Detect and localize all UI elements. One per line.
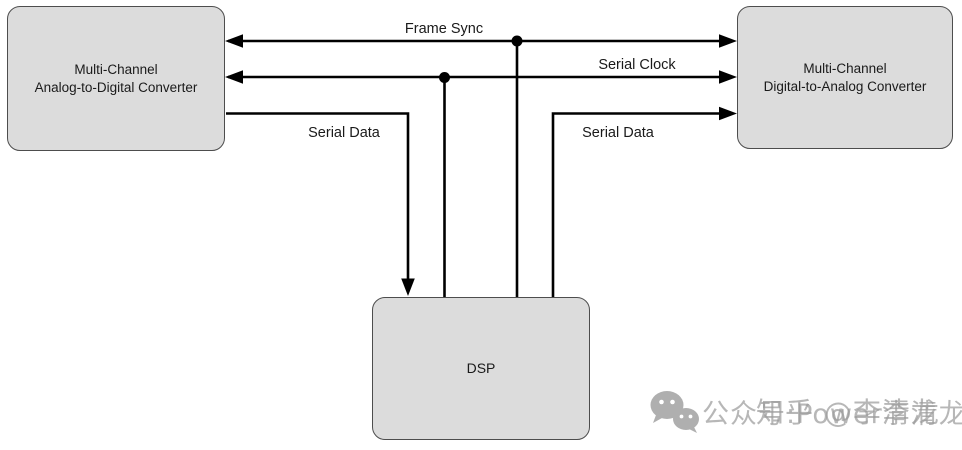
adc-label-line1: Multi-Channel	[74, 61, 158, 77]
dac-label-line2: Digital-to-Analog Converter	[763, 78, 927, 94]
serial-data-adc-to-dsp-wire	[226, 112, 410, 281]
serial-data-left-label: Serial Data	[308, 125, 380, 141]
adc-block: Multi-Channel Analog-to-Digital Converte…	[7, 6, 225, 151]
frame-sync-label: Frame Sync	[404, 21, 484, 37]
serial-data-dsp-to-dac-wire	[551, 112, 720, 297]
serial-clock-label: Serial Clock	[598, 57, 676, 73]
dac-block: Multi-Channel Digital-to-Analog Converte…	[737, 6, 953, 149]
dsp-block: DSP	[372, 297, 590, 440]
arrowhead-serial-data-dac	[719, 106, 737, 121]
frame-sync-junction-dot	[511, 35, 523, 47]
serial-clock-junction-dot	[439, 72, 450, 83]
serial-data-right-label: Serial Data	[582, 125, 654, 141]
arrowhead-frame-sync-dac	[719, 34, 737, 48]
arrowhead-frame-sync-adc	[225, 34, 243, 48]
arrowhead-serial-data-dsp	[401, 278, 415, 296]
dsp-label: DSP	[466, 360, 496, 377]
arrowhead-serial-clock-adc	[225, 70, 243, 84]
arrowhead-serial-clock-dac	[719, 70, 737, 84]
adc-label-line2: Analog-to-Digital Converter	[34, 79, 198, 95]
dac-label-line1: Multi-Channel	[803, 60, 887, 76]
